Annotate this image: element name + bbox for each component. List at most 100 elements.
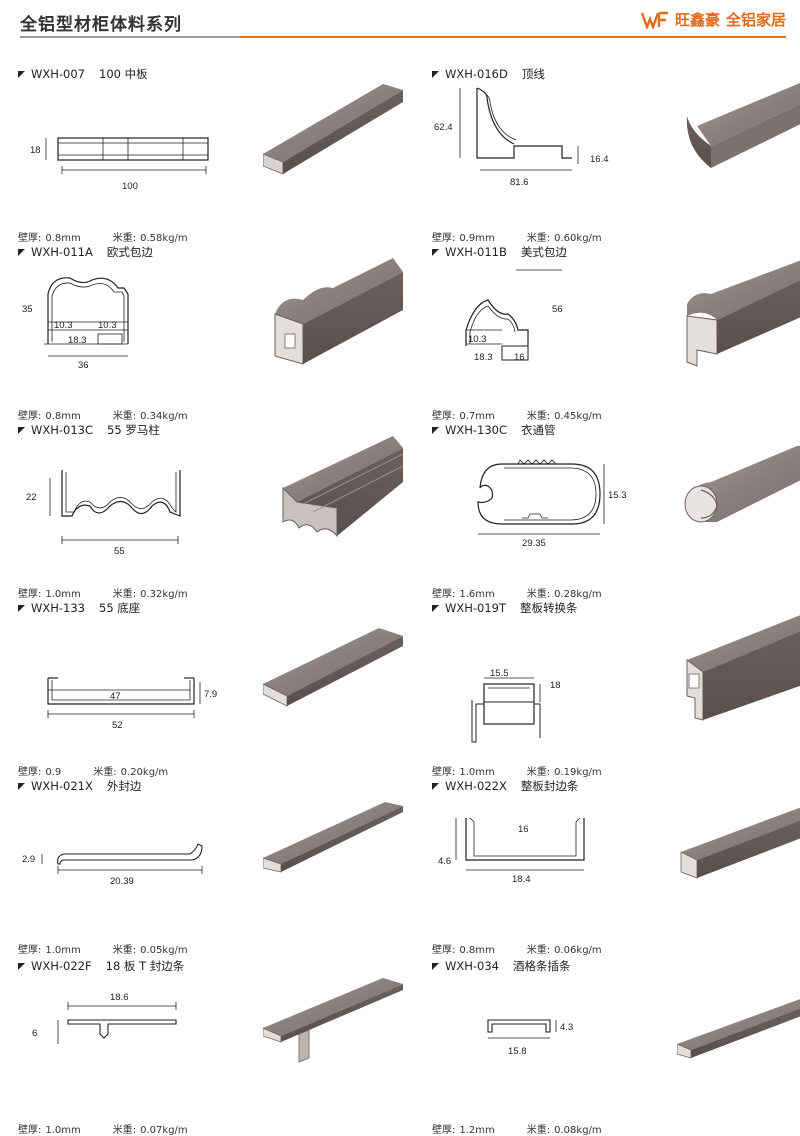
dim-label: 52 xyxy=(112,720,123,731)
profile-code: WXH-130C xyxy=(445,423,508,437)
profile-code: WXH-133 xyxy=(31,601,85,615)
header-divider xyxy=(20,36,786,38)
dim-label: 15.5 xyxy=(490,668,509,679)
weight-per-meter: 0.05kg/m xyxy=(140,945,188,956)
marker-triangle-icon xyxy=(432,426,439,434)
wall-thickness: 1.0mm xyxy=(45,589,81,600)
wall-thickness: 0.8mm xyxy=(459,945,495,956)
dim-label: 18 xyxy=(30,145,41,156)
profile-name: 外封边 xyxy=(106,779,142,793)
profile-drawing: 22 55 xyxy=(18,442,238,577)
wall-thickness: 0.9mm xyxy=(459,233,495,244)
brand: 旺鑫豪 全铝家居 xyxy=(640,9,786,30)
profile-code: WXH-007 xyxy=(31,67,85,81)
profile-name: 55 底座 xyxy=(99,601,141,615)
dim-label: 100 xyxy=(122,181,138,192)
profile-render-image xyxy=(282,436,403,538)
dim-label: 18.3 xyxy=(68,335,87,346)
wall-thickness: 0.9 xyxy=(45,767,62,778)
wall-thickness: 1.0mm xyxy=(45,945,81,956)
profile-render-image xyxy=(263,802,403,873)
wall-thickness: 0.8mm xyxy=(45,233,81,244)
page-header: 全铝型材柜体料系列 旺鑫豪 全铝家居 xyxy=(0,0,800,40)
dim-label: 2.9 xyxy=(22,854,35,865)
profile-code: WXH-022F xyxy=(31,959,92,973)
profile-title: WXH-016D 顶线 xyxy=(432,66,545,82)
weight-per-meter: 0.28kg/m xyxy=(554,589,602,600)
weight-per-meter: 0.60kg/m xyxy=(554,233,602,244)
dim-label: 55 xyxy=(114,546,125,557)
marker-triangle-icon xyxy=(432,782,439,790)
dim-label: 81.6 xyxy=(510,177,529,188)
marker-triangle-icon xyxy=(18,604,25,612)
marker-triangle-icon xyxy=(18,70,25,78)
wall-thickness: 0.7mm xyxy=(459,411,495,422)
profile-name: 顶线 xyxy=(521,67,545,81)
dim-label: 18 xyxy=(550,680,561,691)
header-divider-left xyxy=(20,36,240,38)
profile-render-image xyxy=(686,82,800,168)
dim-label: 22 xyxy=(26,492,37,503)
profile-name: 欧式包边 xyxy=(106,245,153,259)
wall-thickness: 1.6mm xyxy=(459,589,495,600)
marker-triangle-icon xyxy=(432,248,439,256)
weight-per-meter: 0.58kg/m xyxy=(140,233,188,244)
profile-drawing: 16 4.6 18.4 xyxy=(432,798,652,933)
profile-name: 100 中板 xyxy=(99,67,148,81)
profile-render-image xyxy=(686,615,800,721)
profile-drawing: 15.5 18 xyxy=(432,620,652,755)
profile-render-image xyxy=(274,258,403,365)
profile-code: WXH-019T xyxy=(445,601,507,615)
profile-name: 整板封边条 xyxy=(520,779,579,793)
profile-drawing: 15.3 29.35 xyxy=(432,442,652,577)
weight-per-meter: 0.19kg/m xyxy=(554,767,602,778)
dim-label: 6 xyxy=(32,1028,37,1039)
profile-render-image xyxy=(677,999,800,1059)
dim-label: 4.6 xyxy=(438,856,451,867)
profile-drawing: 18.6 6 xyxy=(18,978,238,1113)
marker-triangle-icon xyxy=(18,426,25,434)
dim-label: 29.35 xyxy=(522,538,546,549)
profile-title: WXH-133 55 底座 xyxy=(18,600,140,616)
profile-render-image xyxy=(680,808,800,879)
weight-per-meter: 0.20kg/m xyxy=(120,767,169,778)
marker-triangle-icon xyxy=(18,962,25,970)
brand-short: 旺鑫豪 xyxy=(674,11,720,29)
dim-label: 47 xyxy=(110,691,121,702)
wall-thickness: 1.0mm xyxy=(45,1125,81,1136)
profile-name: 美式包边 xyxy=(520,245,567,259)
profile-code: WXH-013C xyxy=(31,423,94,437)
dim-label: 10.3 xyxy=(468,334,487,345)
dim-label: 10.3 xyxy=(54,320,73,331)
profile-drawing: 4.3 15.8 xyxy=(432,978,652,1113)
weight-per-meter: 0.34kg/m xyxy=(140,411,188,422)
profile-render-image xyxy=(263,978,403,1063)
marker-triangle-icon xyxy=(432,604,439,612)
profile-code: WXH-016D xyxy=(445,67,508,81)
wall-thickness: 1.2mm xyxy=(459,1125,495,1136)
brand-logo-icon xyxy=(640,11,668,29)
profile-code: WXH-034 xyxy=(445,959,499,973)
profile-render-image xyxy=(684,445,800,523)
